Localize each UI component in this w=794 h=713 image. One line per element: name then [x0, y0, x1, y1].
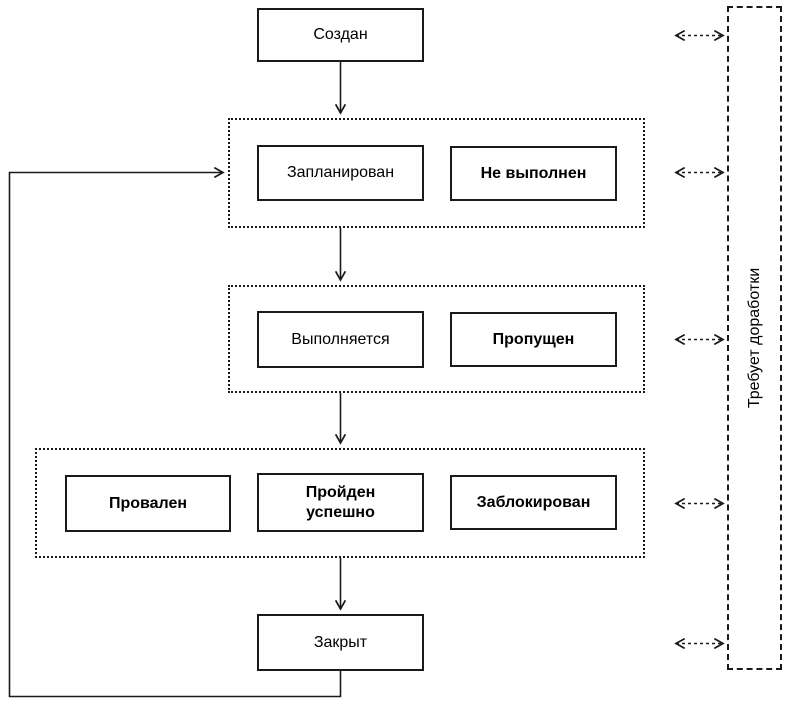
node-planned-label: Запланирован — [286, 164, 395, 182]
node-not-executed: Не выполнен — [450, 146, 617, 201]
node-blocked: Заблокирован — [450, 475, 617, 530]
node-executing: Выполняется — [257, 311, 424, 368]
node-passed: Пройден успешно — [257, 473, 424, 532]
node-closed-label: Закрыт — [313, 633, 368, 651]
node-failed-label: Провален — [108, 494, 188, 512]
node-closed: Закрыт — [257, 614, 424, 671]
node-executing-label: Выполняется — [291, 330, 390, 348]
node-blocked-label: Заблокирован — [476, 493, 591, 511]
rework-box: Требует доработки — [727, 6, 782, 670]
node-created: Создан — [257, 8, 424, 62]
node-created-label: Создан — [313, 26, 368, 44]
node-passed-label: Пройден успешно — [305, 484, 376, 521]
node-not-executed-label: Не выполнен — [480, 164, 587, 182]
node-skipped: Пропущен — [450, 312, 617, 367]
node-skipped-label: Пропущен — [492, 330, 575, 348]
arrow-closed-to-planned-loop — [8, 166, 342, 698]
group-planned — [228, 118, 645, 228]
node-failed: Провален — [65, 475, 231, 532]
node-planned: Запланирован — [257, 145, 424, 201]
group-result — [35, 448, 645, 558]
group-executing — [228, 285, 645, 393]
rework-box-label: Требует доработки — [745, 267, 763, 409]
